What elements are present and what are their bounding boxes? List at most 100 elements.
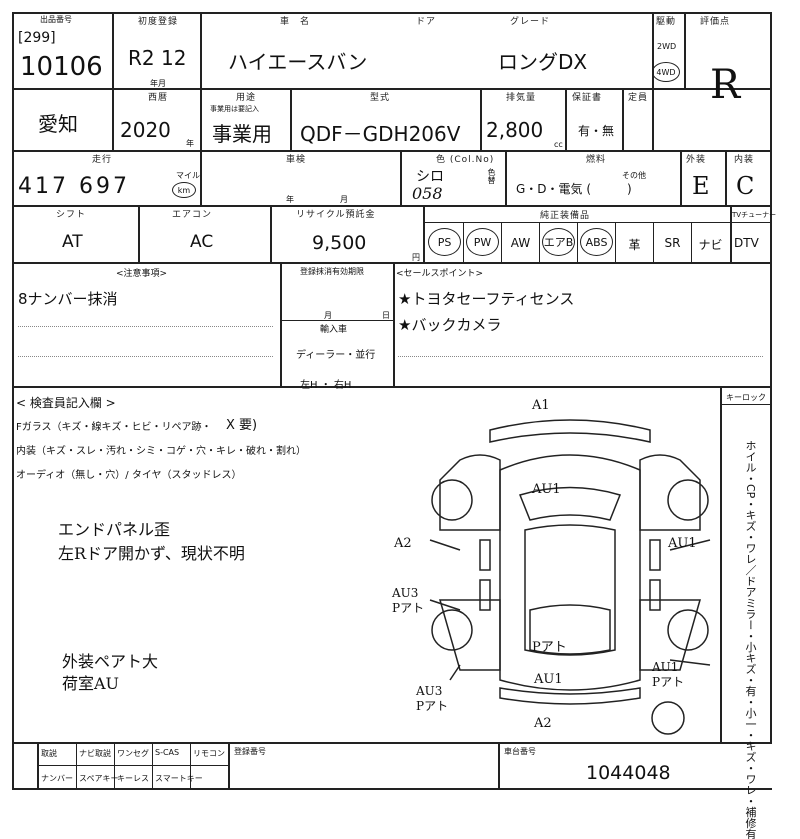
- tv-label: TVチューナー: [732, 211, 777, 219]
- equipment-label: 純正装備品: [540, 211, 591, 221]
- hand-note-4: 荷室AU: [62, 674, 120, 693]
- equipment-item: SR: [664, 236, 681, 250]
- footer-item-top: ワンセグ: [117, 749, 149, 758]
- score-value: R: [710, 62, 741, 108]
- mileage-value: 417 697: [18, 174, 130, 199]
- diagram-hood: AU1: [532, 482, 561, 497]
- chassis-value: 1044048: [586, 762, 671, 784]
- diagram-right-front: AU1: [668, 536, 697, 551]
- hand-note-2: 左Rドア開かず、現状不明: [58, 544, 245, 563]
- shaken-year: 年: [286, 195, 294, 204]
- equipment-item: ABS: [580, 228, 613, 256]
- first-reg-value: R2 12: [128, 46, 187, 70]
- hand-note-1: エンドパネル歪: [58, 520, 171, 539]
- equipment-item: PW: [466, 228, 499, 256]
- ac-label: エアコン: [172, 210, 213, 220]
- footer-item-bottom: ナンバー: [41, 774, 73, 783]
- diagram-right-rear: AU1 Pアト: [652, 660, 685, 689]
- sales-point-2: ★バックカメラ: [398, 316, 502, 334]
- drive-2wd: 2WD: [657, 42, 677, 51]
- mileage-label: 走行: [92, 155, 113, 165]
- footer-item-bottom: スペアキー: [79, 774, 119, 783]
- diagram-left-rear: AU3 Pアト: [416, 684, 449, 713]
- model-label: 型式: [370, 93, 391, 103]
- displacement-unit: cc: [554, 140, 563, 149]
- footer-item-bottom: キーレス: [117, 774, 149, 783]
- deadline-month: 月: [324, 311, 332, 320]
- model-value: QDF－GDH206V: [300, 122, 461, 146]
- recycle-unit: 円: [412, 253, 420, 262]
- fuel-other-label: その他: [622, 171, 646, 180]
- drive-4wd-circled: 4WD: [652, 62, 680, 82]
- chassis-label: 車台番号: [504, 747, 536, 756]
- mileage-unit-km: km: [177, 185, 191, 195]
- car-diagram: [429, 419, 711, 735]
- color-value: シロ: [416, 169, 444, 185]
- first-reg-unit: 年月: [150, 79, 166, 88]
- region-value: 愛知: [38, 112, 78, 136]
- exterior-value: E: [692, 172, 710, 200]
- inspection-title: < 検査員記入欄 >: [16, 396, 116, 410]
- reg-no-label: 登録番号: [234, 747, 266, 756]
- caution-label: <注意事項>: [116, 269, 168, 279]
- equipment-item: 革: [628, 238, 641, 252]
- mileage-unit-km-circled: km: [172, 182, 196, 198]
- usage-sub-label: 事業用は要記入: [210, 105, 259, 113]
- warranty-value: 有・無: [578, 124, 615, 138]
- recycle-value: 9,500: [312, 232, 367, 254]
- deadline-day: 日: [382, 311, 390, 320]
- ac-value: AC: [190, 232, 214, 252]
- year-value: 2020: [120, 118, 171, 142]
- interior-label: 内装: [734, 155, 755, 165]
- car-name-label: 車 名: [280, 17, 311, 27]
- inspection-line-3: オーディオ（無し・穴）/ タイヤ（スタッドレス）: [16, 470, 242, 481]
- color-change-label: 色替: [487, 168, 496, 184]
- shift-value: AT: [62, 232, 83, 252]
- footer-item-bottom: スマートキー: [155, 774, 203, 783]
- caution-text: 8ナンバー抹消: [18, 290, 118, 308]
- car-name-value: ハイエースバン: [228, 50, 368, 74]
- footer-item-top: ナビ取説: [79, 749, 111, 758]
- diagram-top: A1: [532, 398, 550, 413]
- interior-value: C: [736, 172, 755, 200]
- drive-label: 駆動: [656, 17, 677, 27]
- hand-note-3: 外装ペアト大: [62, 652, 159, 671]
- capacity-label: 定員: [628, 93, 649, 103]
- diagram-roof: Pアト: [532, 640, 567, 655]
- equipment-item: AW: [510, 236, 531, 250]
- diagram-left-front: A2: [394, 536, 412, 551]
- usage-label: 用途: [236, 93, 257, 103]
- shaken-month: 月: [340, 195, 348, 204]
- year-unit: 年: [186, 139, 194, 148]
- color-label: 色 (Col.No): [436, 155, 495, 165]
- key-lock-label: キーロック: [726, 393, 766, 402]
- shift-label: シフト: [56, 210, 87, 220]
- warranty-label: 保証書: [572, 93, 603, 103]
- year-label: 西暦: [148, 93, 169, 103]
- grade-label: グレード: [510, 17, 551, 27]
- displacement-label: 排気量: [506, 93, 537, 103]
- drive-4wd: 4WD: [656, 67, 676, 77]
- lot-box: [299]: [18, 30, 56, 46]
- score-label: 評価点: [700, 17, 731, 27]
- diagram-rear: AU1: [534, 672, 563, 687]
- lot-label: 出品番号: [40, 15, 72, 24]
- fuel-value: G・D・電気 ( ): [516, 182, 632, 196]
- shaken-label: 車検: [286, 155, 307, 165]
- side-note: ホイル・CP・キズ・ワレ／ドアミラー・小キズ・有・小一・キズ・ワレ・補修有: [744, 440, 757, 839]
- diagram-bottom: A2: [534, 716, 552, 731]
- inspection-line-2: 内装（キズ・スレ・汚れ・シミ・コゲ・穴・キレ・破れ・割れ）: [16, 446, 306, 457]
- sales-label: <セールスポイント>: [396, 269, 484, 279]
- usage-value: 事業用: [212, 122, 272, 146]
- handle-value: 左H ・ 右H: [300, 380, 352, 391]
- grade-value: ロングDX: [498, 50, 588, 74]
- color-number: 058: [412, 184, 443, 203]
- deadline-label: 登録抹消有効期限: [300, 267, 364, 276]
- footer-item-top: リモコン: [193, 749, 225, 758]
- tv-value: DTV: [734, 236, 759, 250]
- displacement-value: 2,800: [486, 118, 544, 142]
- sales-point-1: ★トヨタセーフティセンス: [398, 290, 575, 308]
- first-reg-label: 初度登録: [138, 17, 179, 27]
- footer-item-top: 取説: [41, 749, 57, 758]
- inspection-line-1-mark: X 要): [226, 418, 258, 433]
